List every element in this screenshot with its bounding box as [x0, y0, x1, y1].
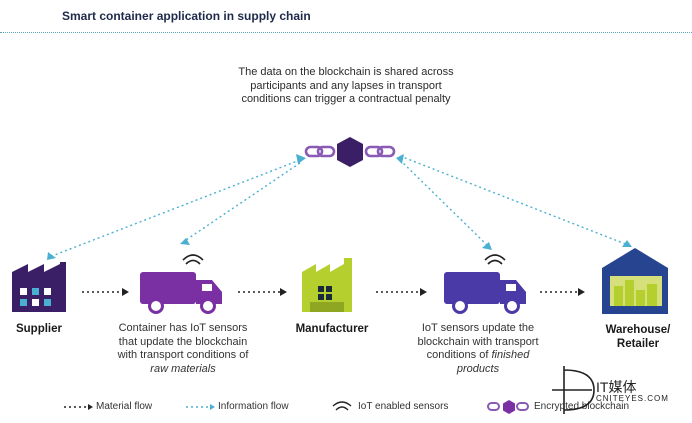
manufacturer-factory-icon — [302, 258, 352, 312]
arrowhead-icon — [578, 288, 585, 296]
info-line-truck1 — [185, 162, 301, 241]
iot-signal-legend-icon — [332, 401, 352, 411]
arrowhead-icon — [88, 404, 93, 410]
info-line-supplier — [51, 159, 301, 257]
legend-information-flow: Information flow — [218, 401, 289, 412]
blockchain-legend-icon — [487, 400, 529, 414]
watermark-subtext: CNITEYES.COM — [596, 394, 669, 403]
arrowhead-icon — [180, 238, 190, 245]
info-arrowheads — [47, 154, 632, 260]
diagram-title: Smart container application in supply ch… — [62, 9, 311, 23]
manufacturer-label: Manufacturer — [295, 323, 369, 335]
truck-raw-materials-icon — [140, 272, 222, 314]
warehouse-icon — [602, 248, 668, 314]
arrowhead-icon — [396, 154, 404, 164]
warehouse-label-line1: Warehouse/ — [605, 324, 671, 336]
truck-finished-products-icon — [444, 272, 526, 314]
information-flow-lines — [51, 155, 629, 257]
info-line-warehouse — [399, 155, 629, 246]
warehouse-label-line2: Retailer — [616, 338, 660, 350]
truck1-description-text: Container has IoT sensors that update th… — [117, 322, 249, 361]
arrowhead-icon — [420, 288, 427, 296]
info-line-truck2 — [399, 159, 491, 249]
supplier-label: Supplier — [15, 323, 62, 335]
truck2-description-italic: finished products — [456, 349, 530, 375]
legend-material-flow: Material flow — [96, 401, 153, 412]
arrowhead-icon — [210, 404, 215, 410]
warehouse-label: Warehouse/ Retailer — [592, 323, 684, 351]
truck2-description-text: IoT sensors update the blockchain with t… — [417, 322, 539, 361]
truck2-description: IoT sensors update the blockchain with t… — [406, 322, 550, 376]
legend-glyphs — [64, 400, 529, 414]
truck1-description: Container has IoT sensors that update th… — [108, 322, 258, 376]
legend-iot-sensors: IoT enabled sensors — [358, 401, 449, 412]
blockchain-icon — [304, 137, 396, 167]
watermark-logo-icon — [552, 366, 595, 414]
arrowhead-icon — [122, 288, 129, 296]
supplier-factory-icon — [12, 262, 66, 312]
blockchain-note: The data on the blockchain is shared acr… — [238, 66, 454, 105]
arrowhead-icon — [622, 240, 632, 247]
watermark-text: IT媒体 — [596, 379, 637, 395]
truck1-description-italic: raw materials — [150, 362, 216, 375]
arrowhead-icon — [296, 154, 306, 164]
arrowhead-icon — [280, 288, 287, 296]
title-divider — [0, 32, 692, 33]
iot-signal-icon — [182, 254, 204, 265]
material-arrowheads — [122, 288, 585, 296]
arrowhead-icon — [47, 252, 56, 260]
iot-signal-icon — [484, 254, 506, 265]
legend-encrypted-blockchain: Encrypted blockchain — [534, 401, 630, 412]
arrowhead-icon — [482, 242, 492, 250]
